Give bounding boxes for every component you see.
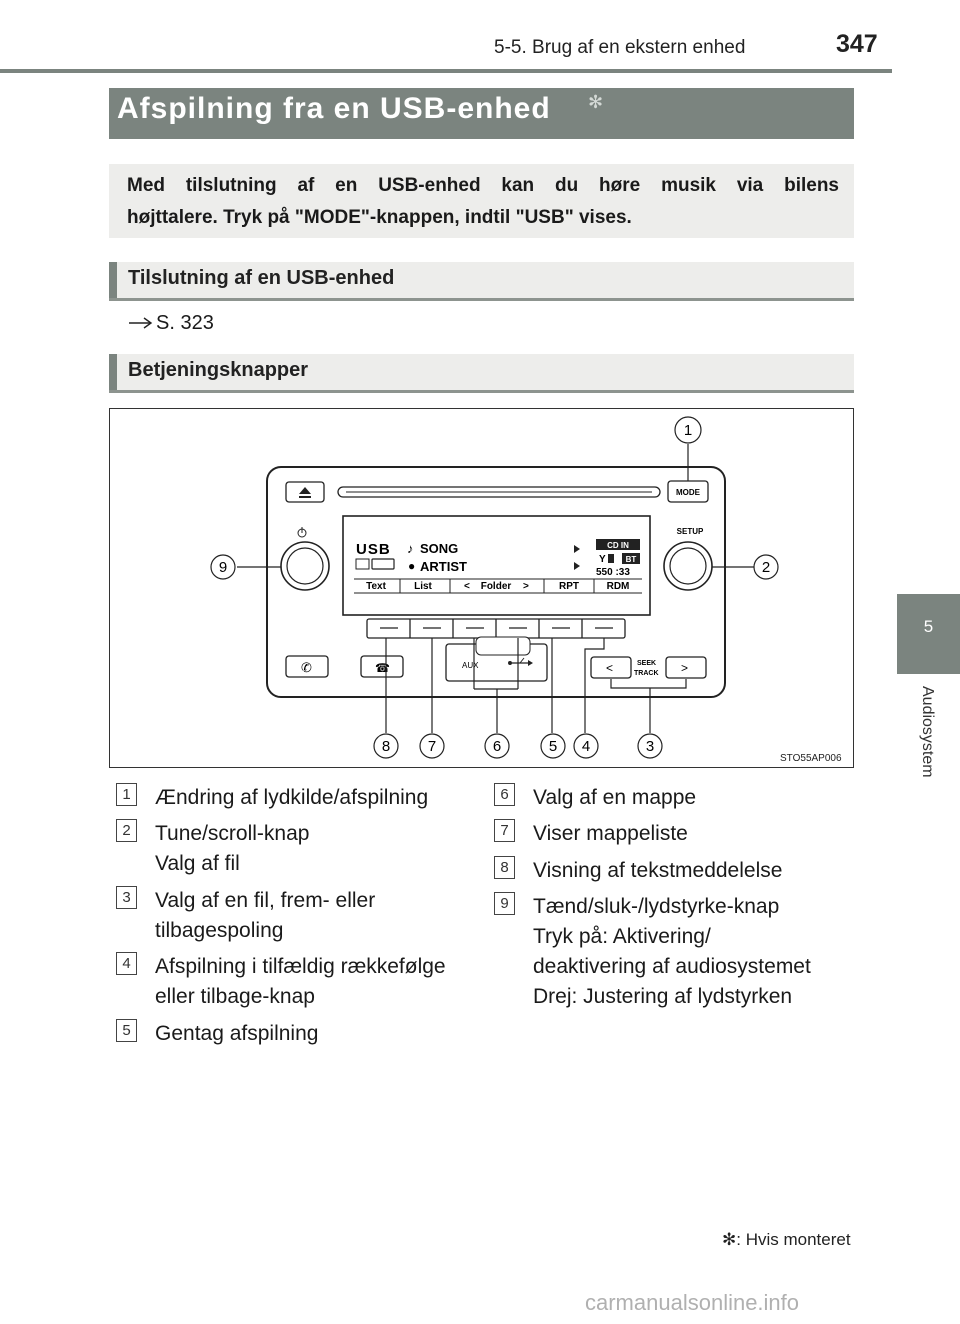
svg-text:●: ● xyxy=(408,559,415,573)
intro-line-1: Med tilslutning af en USB-enhed kan du h… xyxy=(127,175,839,196)
legend-number: 1 xyxy=(116,783,137,806)
footnote: ✻: Hvis monteret xyxy=(722,1230,851,1249)
header-rule xyxy=(0,69,892,73)
intro-box xyxy=(109,164,854,238)
chapter-label-text: Audiosystem xyxy=(919,686,936,778)
legend-text: Tænd/sluk-/lydstyrke-knap Tryk på: Aktiv… xyxy=(533,895,811,1008)
legend-number: 2 xyxy=(116,819,137,842)
seek-back-button xyxy=(590,656,632,679)
section-header: 5-5. Brug af en ekstern enhed xyxy=(494,37,746,58)
page-reference-text: S. 323 xyxy=(156,312,214,334)
softkey-rdm: RDM xyxy=(607,581,630,592)
svg-text:5: 5 xyxy=(549,738,557,755)
display-screen xyxy=(342,515,651,616)
callout-4 xyxy=(573,733,599,759)
seek-label: SEEK xyxy=(637,660,656,667)
setup-label: SETUP xyxy=(677,527,704,536)
legend-text: Ændring af lydkilde/afspilning xyxy=(155,786,429,809)
chevron-right-icon: > xyxy=(681,661,688,675)
phone-hangup-button xyxy=(360,655,404,678)
legend-text: Gentag afspilning xyxy=(155,1022,319,1045)
callout-7 xyxy=(419,733,445,759)
callout-1 xyxy=(674,416,702,444)
svg-text:6: 6 xyxy=(493,738,501,755)
display-artist: ARTIST xyxy=(420,559,467,574)
svg-text:9: 9 xyxy=(219,559,227,576)
callout-leaders xyxy=(237,444,755,733)
signal-icon: Y xyxy=(599,554,606,565)
callout-5 xyxy=(540,733,566,759)
legend-number: 6 xyxy=(494,783,515,806)
subheading-controls-text: Betjeningsknapper xyxy=(128,359,309,381)
svg-text:1: 1 xyxy=(684,422,692,439)
callout-8 xyxy=(373,733,399,759)
legend-number: 4 xyxy=(116,952,137,975)
usb-device-icon xyxy=(371,558,395,570)
callout-markers: 1 2 3 4 5 6 7 8 9 xyxy=(210,416,779,759)
callout-3 xyxy=(637,733,663,759)
legend-number: 9 xyxy=(494,892,515,915)
figure-code: STO55AP006 xyxy=(780,753,842,764)
eject-icon xyxy=(299,487,311,494)
callout-2 xyxy=(753,554,779,580)
legend-number: 7 xyxy=(494,819,515,842)
page-number: 347 xyxy=(836,30,878,58)
audio-unit-figure: MODE SETUP USB ♪ SONG ● ARTIST CD IN Y B… xyxy=(109,408,854,768)
legend-text: Viser mappeliste xyxy=(533,822,688,845)
usb-port-icon xyxy=(508,661,512,665)
phone-icon: ✆ xyxy=(301,660,312,675)
title-marker: ✻ xyxy=(588,92,604,112)
phone-pickup-button xyxy=(285,655,329,678)
cd-in-indicator xyxy=(596,539,640,550)
mode-label: MODE xyxy=(676,488,701,497)
svg-text:>: > xyxy=(523,581,529,592)
svg-text:4: 4 xyxy=(582,738,590,755)
intro-line-2: højttalere. Tryk på "MODE"-knappen, indt… xyxy=(127,207,632,228)
svg-text:8: 8 xyxy=(382,738,390,755)
subheading-bar xyxy=(109,262,117,298)
watermark: carmanualsonline.info xyxy=(585,1290,800,1315)
legend-text: Afspilning i tilfældig rækkefølge eller … xyxy=(155,955,446,1008)
page-reference[interactable]: S. 323 xyxy=(128,312,214,335)
legend-number: 3 xyxy=(116,886,137,909)
chapter-tab: 5 xyxy=(897,594,960,674)
svg-text:BT: BT xyxy=(626,555,637,564)
svg-text:7: 7 xyxy=(428,738,436,755)
arrow-right-icon xyxy=(129,317,153,329)
legend-text: Valg af en fil, frem- eller tilbagespoli… xyxy=(155,889,376,942)
softkey-folder: Folder xyxy=(481,581,512,592)
svg-text:3: 3 xyxy=(646,738,654,755)
subheading-bar xyxy=(109,354,117,390)
legend-number: 5 xyxy=(116,1019,137,1042)
display-song: SONG xyxy=(420,541,458,556)
display-time: 550 :33 xyxy=(596,567,630,578)
hang-up-icon: ☎ xyxy=(375,661,390,675)
svg-text:♪: ♪ xyxy=(407,541,414,556)
legend-number: 8 xyxy=(494,856,515,879)
seek-forward-button xyxy=(665,656,707,679)
audio-unit-drawing: MODE SETUP USB ♪ SONG ● ARTIST CD IN Y B… xyxy=(210,416,779,759)
track-label: TRACK xyxy=(634,670,659,677)
legend-text: Visning af tekstmeddelelse xyxy=(533,859,783,882)
subheading-controls: Betjeningsknapper xyxy=(109,354,854,393)
softkey-rpt: RPT xyxy=(559,581,579,592)
subheading-connect-text: Tilslutning af en USB-enhed xyxy=(128,267,395,289)
svg-text:<: < xyxy=(464,581,470,592)
legend-text: Tune/scroll-knap Valg af fil xyxy=(155,822,310,875)
aux-label: AUX xyxy=(462,661,479,670)
softkey-list: List xyxy=(414,581,432,592)
display-source-usb: USB xyxy=(356,541,391,558)
bt-indicator xyxy=(622,553,640,564)
callout-6 xyxy=(484,733,510,759)
softkey-text: Text xyxy=(366,581,386,592)
legend-text: Valg af en mappe xyxy=(533,786,697,809)
page-title: Afspilning fra en USB-enhed xyxy=(117,92,551,125)
title-bar xyxy=(109,88,854,139)
callout-9 xyxy=(210,554,236,580)
svg-text:2: 2 xyxy=(762,559,770,576)
chapter-label: Audiosystem xyxy=(918,686,942,806)
chevron-left-icon: < xyxy=(606,661,613,675)
subheading-connect: Tilslutning af en USB-enhed xyxy=(109,262,854,301)
svg-text:CD IN: CD IN xyxy=(607,541,629,550)
